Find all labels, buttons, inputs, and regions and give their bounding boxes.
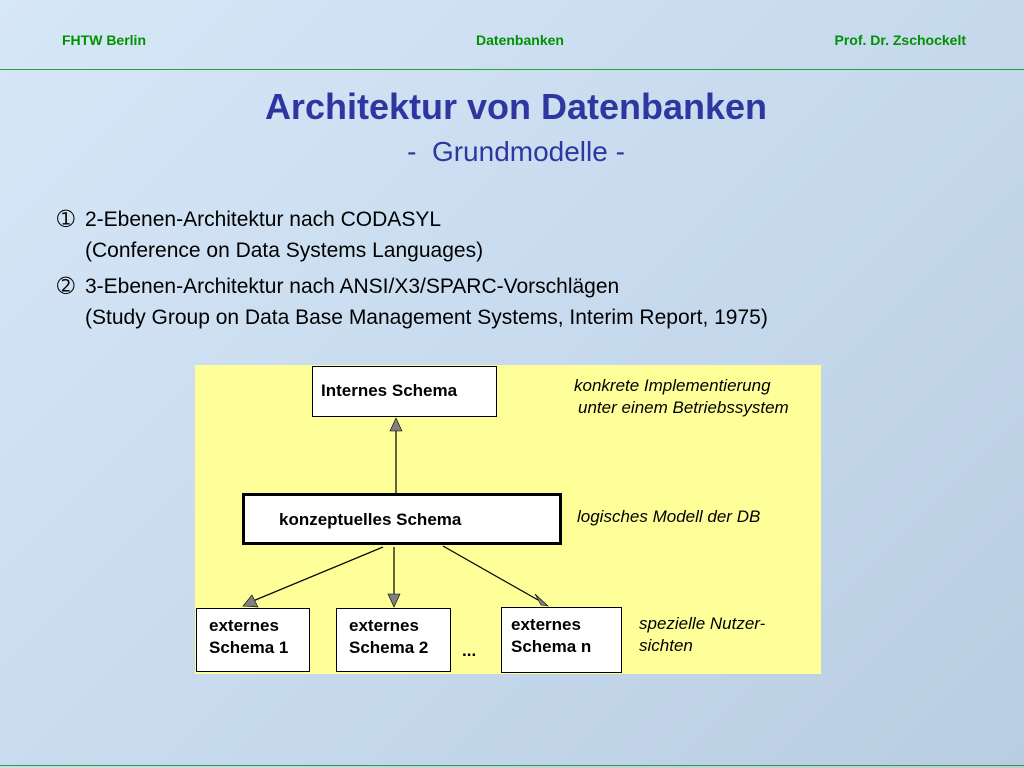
external-schema-label: externes xyxy=(349,616,419,635)
external-schema-label: Schema 2 xyxy=(349,638,429,657)
note-conceptual-level: logisches Modell der DB xyxy=(577,507,761,526)
arrowhead-icon xyxy=(534,593,549,607)
header-course: Datenbanken xyxy=(476,32,564,48)
header-institution: FHTW Berlin xyxy=(62,32,146,48)
bullet-line: (Study Group on Data Base Management Sys… xyxy=(85,306,768,329)
slide-subtitle: - Grundmodelle - xyxy=(407,136,625,167)
external-schema-n-box: externes Schema n xyxy=(501,607,622,673)
external-schema-2-box: externes Schema 2 xyxy=(336,608,451,672)
slide-title: Architektur von Datenbanken xyxy=(264,86,768,127)
header-author: Prof. Dr. Zschockelt xyxy=(834,32,966,48)
arrow-to-external-1 xyxy=(252,546,384,602)
bullet-item: ➁ 3-Ebenen-Architektur nach ANSI/X3/SPARC… xyxy=(57,271,768,333)
note-line: konkrete Implementierung xyxy=(574,376,771,395)
arrowhead-icon xyxy=(387,593,401,608)
external-schema-label: Schema 1 xyxy=(209,638,289,657)
note-line: unter einem Betriebssystem xyxy=(578,398,789,417)
arrow-to-external-n xyxy=(442,545,539,601)
arrowhead-icon xyxy=(242,594,259,608)
note-internal-level: konkrete Implementierung unter einem Bet… xyxy=(574,375,789,419)
footer-divider xyxy=(0,765,1024,766)
diagram-connectors xyxy=(242,417,549,608)
external-schema-ellipsis: ... xyxy=(462,641,477,660)
bullet-line: 3-Ebenen-Architektur nach ANSI/X3/SPARC-… xyxy=(85,275,620,298)
bullet-number-1: ➀ xyxy=(57,208,75,231)
external-schema-label: externes xyxy=(511,615,581,634)
bullet-line: (Conference on Data Systems Languages) xyxy=(85,239,484,262)
conceptual-schema-box: konzeptuelles Schema xyxy=(242,493,562,545)
external-schema-label: Schema n xyxy=(511,637,592,656)
note-line: sichten xyxy=(639,636,693,655)
note-line: spezielle Nutzer- xyxy=(639,614,766,633)
architecture-diagram: Internes Schema konzeptuelles Schema ext… xyxy=(195,365,821,674)
external-schema-label: externes xyxy=(209,616,279,635)
external-schema-1-box: externes Schema 1 xyxy=(196,608,310,672)
bullet-line: 2-Ebenen-Architektur nach CODASYL xyxy=(85,208,442,231)
bullet-number-2: ➁ xyxy=(57,275,75,298)
internal-schema-box: Internes Schema xyxy=(312,366,497,417)
bullet-item: ➀ 2-Ebenen-Architektur nach CODASYL (Conf… xyxy=(57,204,483,266)
arrowhead-icon xyxy=(389,417,403,432)
note-external-level: spezielle Nutzer- sichten xyxy=(639,613,765,657)
slide-header: FHTW Berlin Datenbanken Prof. Dr. Zschoc… xyxy=(0,0,1024,70)
header-divider xyxy=(0,69,1024,70)
